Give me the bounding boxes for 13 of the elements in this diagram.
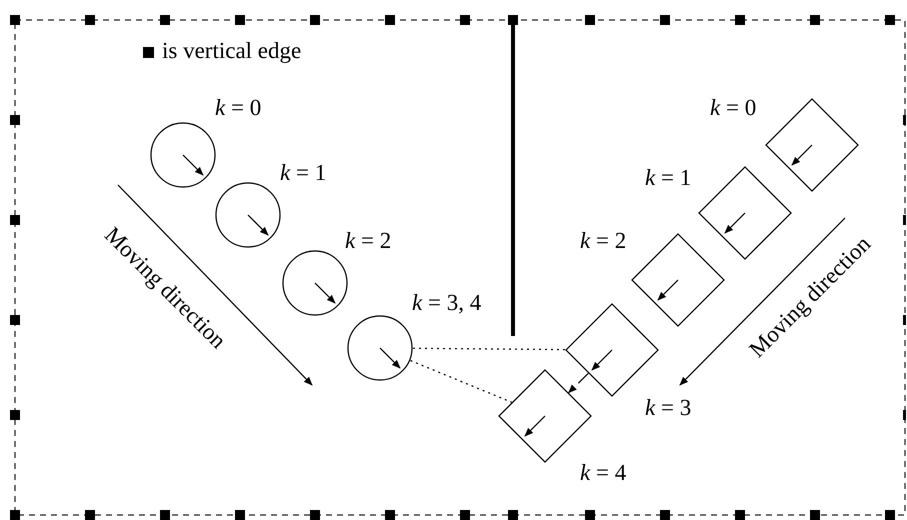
step-label: k = 2 bbox=[345, 228, 392, 254]
legend-text: is vertical edge bbox=[162, 38, 302, 64]
step-label: k = 2 bbox=[580, 228, 626, 254]
dotted-line bbox=[413, 348, 566, 350]
arrow bbox=[568, 372, 589, 394]
step-label: k = 1 bbox=[645, 165, 692, 191]
step-label: k = 4 bbox=[580, 460, 626, 486]
step-label: k = 0 bbox=[710, 95, 756, 121]
dotted-line bbox=[410, 360, 512, 403]
step-label: k = 1 bbox=[280, 160, 326, 186]
step-label: k = 3, 4 bbox=[412, 290, 482, 316]
step-label: k = 0 bbox=[215, 95, 262, 121]
step-label: k = 3 bbox=[645, 395, 692, 421]
